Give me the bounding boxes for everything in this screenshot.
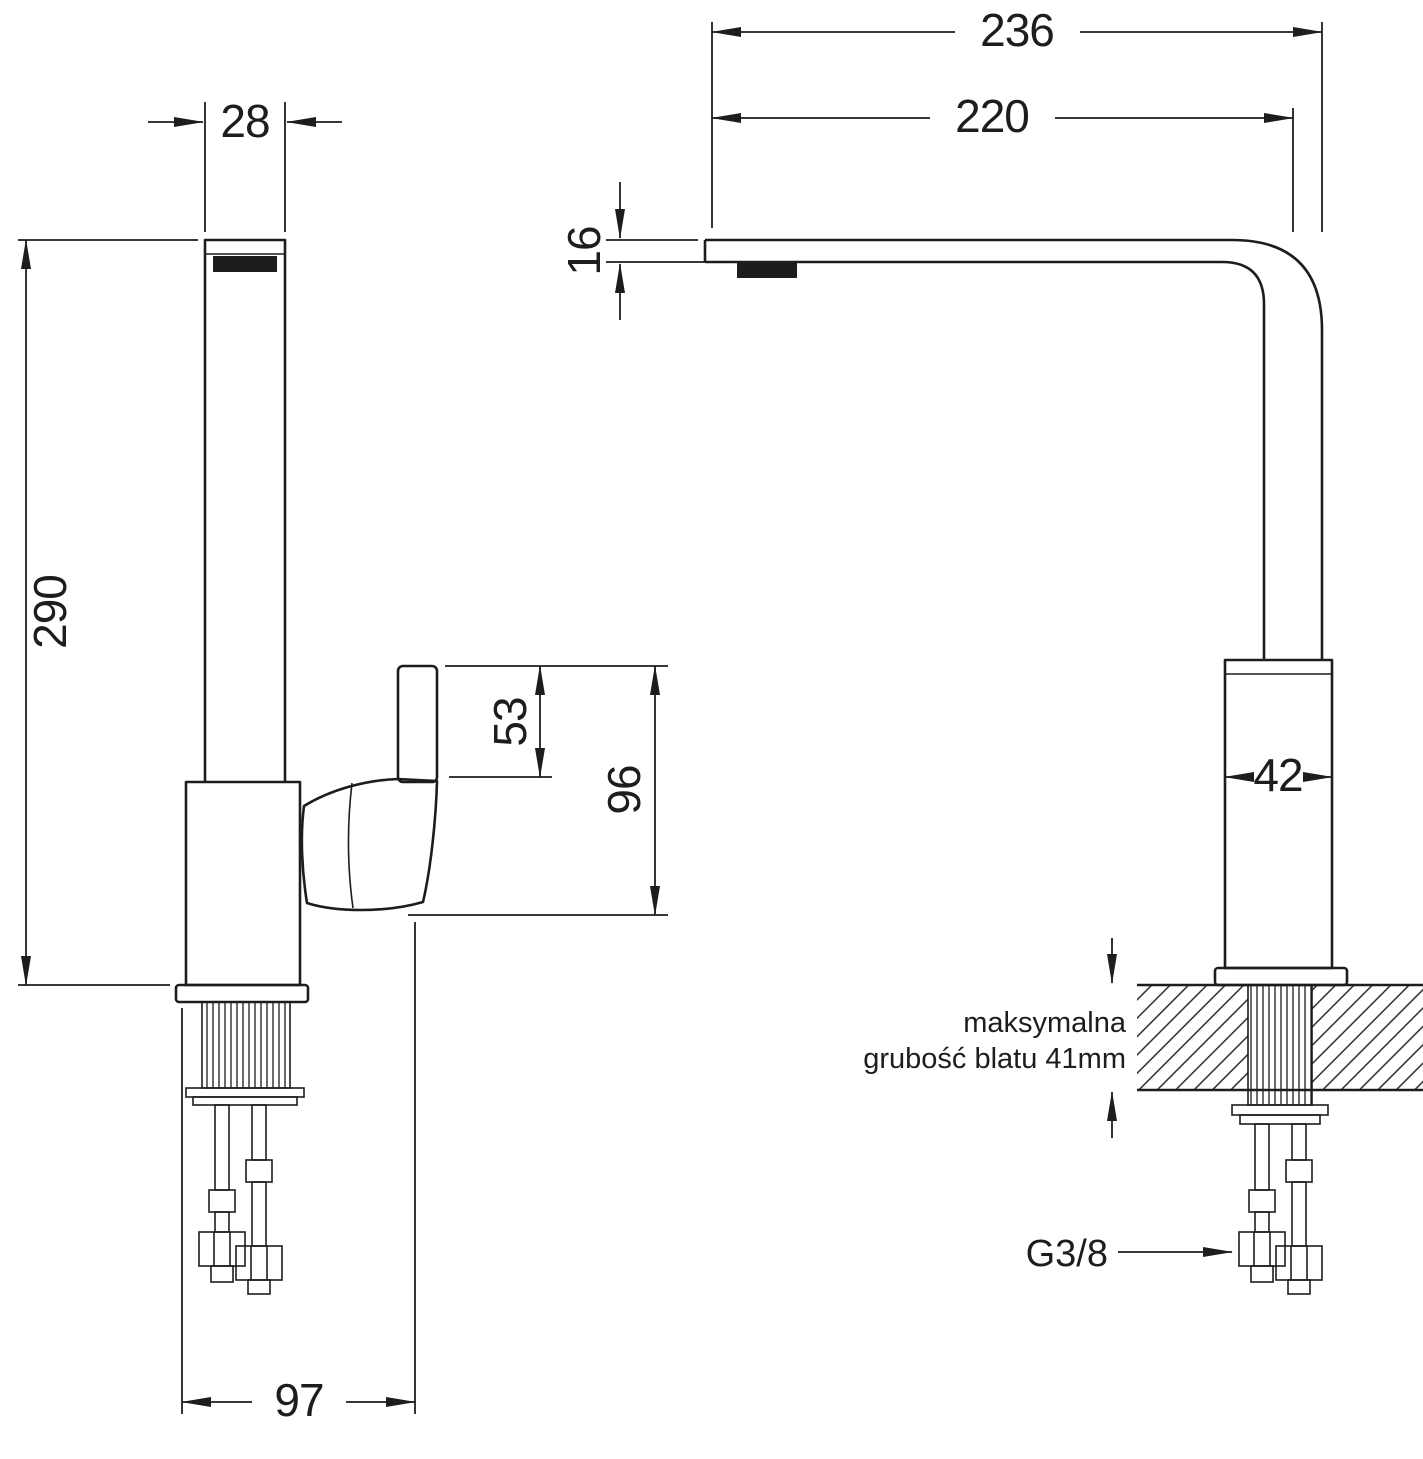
front-view: 236 220 16 42 maksymalna grub: [558, 4, 1423, 1295]
dim-total-reach: 236: [711, 4, 1323, 232]
dim-spout-reach-value: 220: [955, 90, 1029, 142]
dim-head-height-value: 96: [598, 765, 650, 814]
side-supply-hose-right: [235, 1104, 283, 1295]
dim-total-height: 290: [18, 239, 198, 986]
dim-spout-width-value: 28: [220, 95, 269, 147]
dim-base-depth-value: 97: [274, 1374, 323, 1426]
side-aerator-block: [213, 256, 277, 272]
dim-total-reach-value: 236: [980, 4, 1054, 56]
front-spout-outer: [705, 238, 1324, 660]
dim-body-width: 42: [1224, 749, 1333, 801]
dim-spout-thickness-value: 16: [558, 226, 610, 275]
dim-spout-reach: 220: [711, 90, 1294, 232]
front-threaded-shank: [1247, 984, 1313, 1106]
side-mounting-nut: [192, 1096, 298, 1106]
side-lever-joint: [300, 777, 439, 912]
dim-total-height-value: 290: [24, 575, 76, 649]
front-supply-hose-right: [1275, 1123, 1323, 1295]
side-threaded-shank: [201, 1001, 291, 1089]
side-base-flange: [174, 983, 310, 1004]
side-mounting-washer: [185, 1087, 305, 1098]
side-lever-joint-seam: [347, 782, 354, 909]
countertop-thickness-callout: maksymalna grubość blatu 41mm: [863, 938, 1127, 1138]
dim-base-depth: 97: [181, 922, 416, 1426]
front-mounting-washer: [1231, 1104, 1329, 1116]
dim-head-height: 96: [408, 665, 668, 916]
front-supply-hose-left: [1238, 1123, 1286, 1283]
connection-thread-label: G3/8: [1026, 1233, 1108, 1275]
side-lever-grip: [396, 664, 439, 784]
front-mounting-nut: [1239, 1114, 1321, 1125]
dim-body-width-value: 42: [1253, 749, 1302, 801]
dim-spout-thickness: 16: [558, 182, 730, 320]
side-view: 28 290 53 96 97: [18, 95, 668, 1426]
countertop-note-line1: maksymalna: [963, 1007, 1127, 1039]
connection-thread-callout: G3/8: [1026, 1233, 1233, 1275]
side-spout-outline: [203, 238, 287, 782]
front-spout-inner: [705, 260, 1266, 660]
countertop-section: [1137, 983, 1423, 1092]
front-aerator-block: [737, 262, 797, 278]
front-base-flange: [1213, 966, 1349, 987]
dim-spout-width: 28: [148, 95, 342, 232]
countertop-note-line2: grubość blatu 41mm: [863, 1043, 1126, 1075]
front-body: [1223, 658, 1334, 970]
dim-lever-height: 53: [445, 665, 668, 778]
dim-lever-height-value: 53: [484, 697, 536, 746]
side-body: [184, 780, 302, 987]
side-supply-hose-left: [198, 1104, 246, 1283]
